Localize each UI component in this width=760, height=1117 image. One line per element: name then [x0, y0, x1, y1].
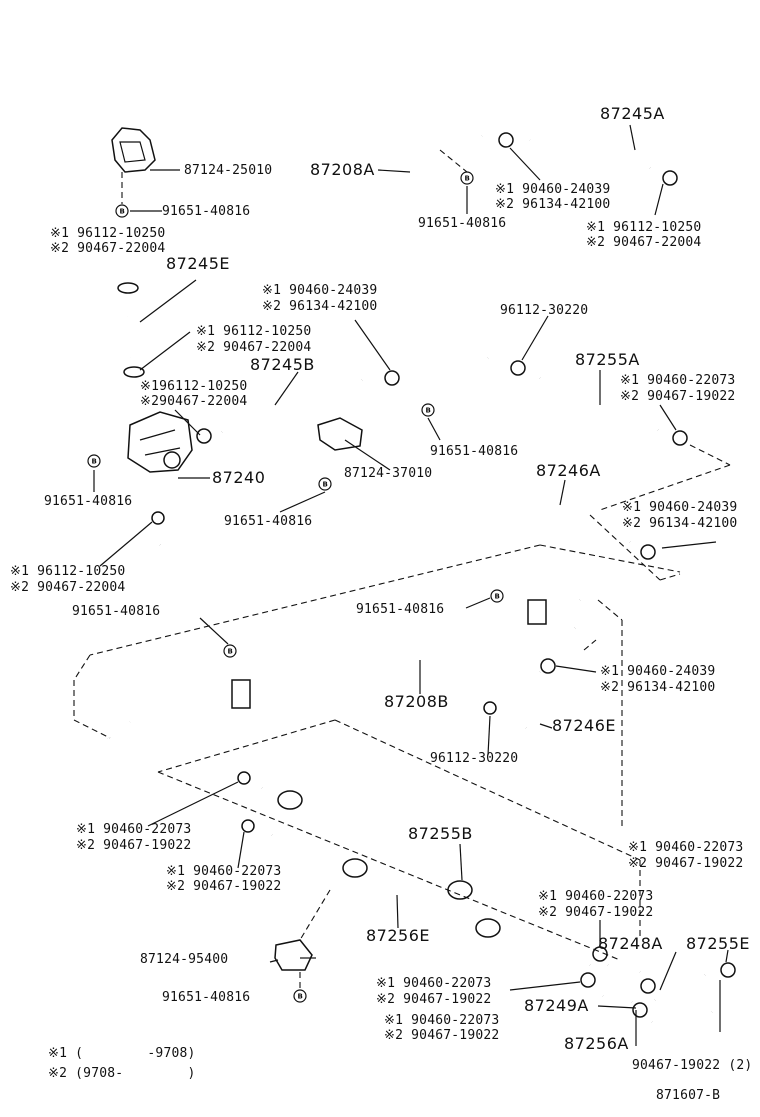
label-290467-22004: ※290467-22004 [140, 394, 248, 409]
bolt-label: B [323, 481, 328, 489]
label-91651-40816-c: 91651-40816 [430, 444, 519, 459]
label-90460-22073-c: ※1 90460-22073 [628, 840, 744, 855]
label-91651-40816-e: 91651-40816 [224, 514, 313, 529]
label-87256E: 87256E [366, 926, 431, 945]
label-87240: 87240 [212, 468, 266, 487]
bolt-label: B [495, 593, 500, 601]
hose-87255B [258, 781, 594, 972]
label-90467-19022-g: ※2 90467-19022 [384, 1028, 500, 1043]
label-90467-19022-f: ※2 90467-19022 [376, 992, 492, 1007]
hose-87245A [529, 132, 654, 175]
label-96134-42100-b: ※2 96134-42100 [622, 516, 738, 531]
bolt-markers: B B B B B B B B [87, 171, 504, 1003]
label-90460-24039-mid: ※1 90460-24039 [262, 283, 378, 298]
label-90467-19022-d: ※2 90467-19022 [166, 879, 282, 894]
label-96112-30220-low: 96112-30220 [430, 751, 519, 766]
pipe-87208B [107, 597, 582, 746]
hose-87255E [653, 970, 710, 1007]
label-87255B: 87255B [408, 824, 473, 843]
label-90467-22004-mid: ※2 90467-22004 [196, 340, 312, 355]
legend-note-2: ※2 (9708- ) [48, 1066, 196, 1081]
clamp-87124-95400 [274, 939, 313, 971]
bracket-87124-25010 [111, 127, 156, 173]
hose-87246A [152, 480, 634, 598]
label-87208A: 87208A [310, 160, 375, 179]
label-87255E: 87255E [686, 934, 751, 953]
label-90460-22073-a: ※1 90460-22073 [620, 373, 736, 388]
label-87246E: 87246E [552, 716, 617, 735]
label-91651-40816-g: 91651-40816 [356, 602, 445, 617]
bolt-label: B [465, 175, 470, 183]
pipe-87248A [607, 962, 641, 975]
label-87255A: 87255A [575, 350, 640, 369]
label-96112-10250-low: ※1 96112-10250 [10, 564, 126, 579]
label-90467-19022-2: 90467-19022 (2) [632, 1058, 753, 1073]
label-96112-10250-right: ※1 96112-10250 [586, 220, 702, 235]
label-91651-40816-f: 91651-40816 [72, 604, 161, 619]
label-96112-10250-left: ※1 96112-10250 [50, 226, 166, 241]
hose-clamps [151, 132, 736, 1018]
label-91651-40816-d: 91651-40816 [44, 494, 133, 509]
bolt-label: B [92, 458, 97, 466]
hose-87245E [117, 282, 145, 378]
label-91651-40816-b: 91651-40816 [418, 216, 507, 231]
hose-87256E [268, 828, 589, 992]
pipe-87249A [602, 993, 633, 1005]
label-90467-19022-e: ※2 90467-19022 [538, 905, 654, 920]
label-87245B: 87245B [250, 355, 315, 374]
label-87124-95400: 87124-95400 [140, 952, 229, 967]
label-91651-40816-h: 91651-40816 [162, 990, 251, 1005]
valve-87240 [127, 411, 193, 473]
label-96112-10250-mid: ※1 96112-10250 [196, 324, 312, 339]
label-87256A: 87256A [564, 1034, 629, 1053]
label-90467-22004-low: ※2 90467-22004 [10, 580, 126, 595]
label-87246A: 87246A [536, 461, 601, 480]
clamp-87124-37010 [317, 417, 363, 451]
label-96112-30220-top: 96112-30220 [500, 303, 589, 318]
label-87124-25010: 87124-25010 [184, 163, 273, 178]
label-96134-42100-mid: ※2 96134-42100 [262, 299, 378, 314]
bolt-label: B [298, 993, 303, 1001]
label-91651-40816-a: 91651-40816 [162, 204, 251, 219]
label-90467-19022-b: ※2 90467-19022 [76, 838, 192, 853]
label-87124-37010: 87124-37010 [344, 466, 433, 481]
label-90460-22073-b: ※1 90460-22073 [76, 822, 192, 837]
legend-note-1: ※1 ( -9708) [48, 1046, 196, 1061]
label-90460-22073-f: ※1 90460-22073 [376, 976, 492, 991]
label-87249A: 87249A [524, 996, 589, 1015]
label-196112-10250: ※196112-10250 [140, 379, 248, 394]
label-90460-24039-c: ※1 90460-24039 [600, 664, 716, 679]
leader-lines [93, 124, 729, 1046]
bolt-label: B [120, 208, 125, 216]
hose-87245B [219, 372, 365, 439]
label-87245A: 87245A [600, 104, 665, 123]
label-90467-19022-c: ※2 90467-19022 [628, 856, 744, 871]
label-90467-22004-right: ※2 90467-22004 [586, 235, 702, 250]
label-90460-22073-g: ※1 90460-22073 [384, 1013, 500, 1028]
label-96134-42100-top: ※2 96134-42100 [495, 197, 611, 212]
bolt-label: B [426, 407, 431, 415]
bolt-label: B [228, 648, 233, 656]
label-87245E: 87245E [166, 254, 231, 273]
label-90467-22004-left: ※2 90467-22004 [50, 241, 166, 256]
hose-87256A [650, 1006, 717, 1038]
figure-id: 871607-B [656, 1088, 721, 1103]
dashed-lines [73, 149, 731, 990]
label-87248A: 87248A [598, 934, 663, 953]
label-96134-42100-c: ※2 96134-42100 [600, 680, 716, 695]
label-90460-22073-e: ※1 90460-22073 [538, 889, 654, 904]
label-90460-24039-b: ※1 90460-24039 [622, 500, 738, 515]
label-90460-24039-top: ※1 90460-24039 [495, 182, 611, 197]
pipe-87208A [372, 133, 489, 366]
label-90460-22073-d: ※1 90460-22073 [166, 864, 282, 879]
hose-87246E [508, 666, 546, 732]
label-87208B: 87208B [384, 692, 449, 711]
label-90467-19022-a: ※2 90467-19022 [620, 389, 736, 404]
